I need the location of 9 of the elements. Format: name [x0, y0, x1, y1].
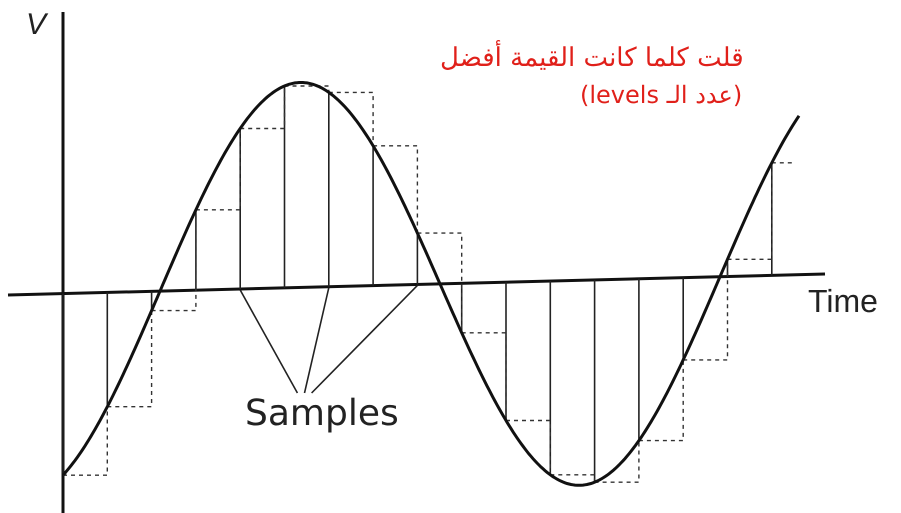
handwritten-note: (عدد الـ levels)	[580, 82, 742, 110]
axis-label: V	[26, 8, 46, 42]
sample-line	[416, 233, 418, 284]
leader-line	[240, 290, 298, 394]
leader-line	[304, 288, 330, 394]
leader-line	[311, 284, 418, 394]
axis-label: Time	[808, 283, 878, 320]
samples-label: Samples	[245, 393, 399, 435]
sample-line	[328, 92, 330, 287]
